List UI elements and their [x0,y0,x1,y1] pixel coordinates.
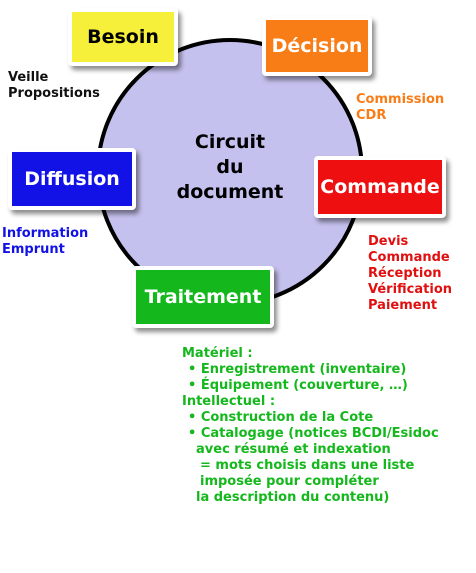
note-continuation: avec résumé et indexation [196,442,391,457]
note-item: Veille [8,70,49,85]
note-item: Commission [356,92,445,107]
note-continuation: = mots choisis dans une liste [200,458,415,473]
note-continuation: la description du contenu) [196,490,390,505]
notes-besoin: Veille Propositions [8,70,100,102]
stage-besoin-label: Besoin [87,26,159,48]
stage-decision: Décision [262,16,372,76]
note-item: Vérification [368,282,453,297]
note-item: Information [2,226,89,241]
note-heading: Matériel : [182,346,253,361]
note-item: CDR [356,108,387,123]
stage-commande: Commande [314,156,446,218]
note-bullet: • Équipement (couverture, …) [188,378,408,393]
note-bullet: • Enregistrement (inventaire) [188,362,407,377]
stage-traitement-label: Traitement [144,286,262,308]
note-item: Emprunt [2,242,65,257]
note-item: Propositions [8,86,100,101]
stage-decision-label: Décision [271,35,363,57]
note-heading: Intellectuel : [182,394,276,409]
note-bullet: • Construction de la Cote [188,410,374,425]
notes-diffusion: Information Emprunt [2,226,88,258]
note-bullet: • Catalogage (notices BCDI/Esidoc [188,426,439,441]
center-title-line1: Circuit [194,131,266,153]
note-item: Devis [368,234,409,249]
stage-commande-label: Commande [320,176,440,198]
note-item: Réception [368,266,442,281]
stage-traitement: Traitement [132,266,274,328]
notes-commande: Devis Commande Réception Vérification Pa… [368,234,452,314]
center-title-line3: document [176,181,284,203]
notes-traitement: Matériel : • Enregistrement (inventaire)… [182,346,439,506]
note-item: Commande [368,250,450,265]
stage-diffusion: Diffusion [8,148,136,210]
center-title-line2: du [216,156,244,178]
notes-decision: Commission CDR [356,92,444,124]
note-item: Paiement [368,298,438,313]
center-title: Circuit du document [150,130,310,205]
note-continuation: imposée pour compléter [200,474,379,489]
stage-diffusion-label: Diffusion [24,168,120,190]
stage-besoin: Besoin [68,8,178,66]
